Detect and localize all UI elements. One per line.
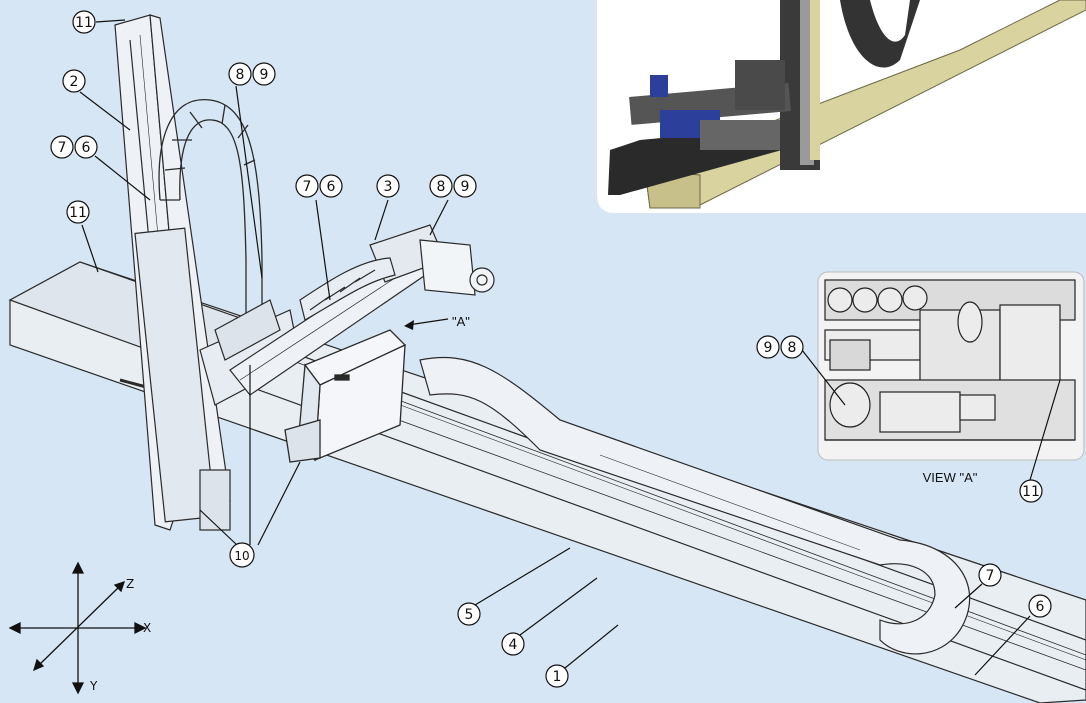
view-a-detail: [824, 279, 1076, 441]
svg-text:8: 8: [788, 340, 797, 356]
svg-text:7: 7: [986, 568, 995, 584]
axis-z-label: Z: [126, 577, 134, 591]
callout-8-view: 8: [780, 335, 804, 359]
callout-9-view: 9: [756, 335, 780, 359]
svg-text:3: 3: [384, 179, 393, 195]
svg-text:9: 9: [260, 67, 269, 83]
callout-5: 5: [457, 602, 481, 626]
svg-text:6: 6: [327, 179, 336, 195]
gripper-box: [284, 329, 407, 463]
svg-text:4: 4: [509, 637, 518, 653]
axis-triad: [8, 561, 147, 695]
svg-text:1: 1: [553, 669, 562, 685]
callout-11-left: 11: [66, 200, 90, 224]
callout-6-upper: 6: [74, 135, 98, 159]
view-a-arrow-label: "A": [452, 314, 470, 329]
svg-text:8: 8: [437, 179, 446, 195]
svg-text:8: 8: [236, 67, 245, 83]
inset-photo-panel: [597, 0, 1086, 213]
svg-text:6: 6: [82, 140, 91, 156]
callout-10: 10: [229, 542, 255, 568]
callout-7-right: 7: [978, 563, 1002, 587]
callout-8-mid: 8: [429, 174, 453, 198]
callout-4: 4: [501, 632, 525, 656]
svg-text:9: 9: [461, 179, 470, 195]
svg-text:5: 5: [465, 607, 474, 623]
svg-text:2: 2: [70, 74, 79, 90]
callout-9-mid: 9: [453, 174, 477, 198]
inset-gantry-render: [608, 0, 1086, 209]
callout-2: 2: [62, 69, 86, 93]
svg-text:11: 11: [1022, 484, 1040, 500]
view-a-arrow: "A": [404, 314, 470, 330]
svg-text:11: 11: [69, 205, 87, 221]
svg-text:7: 7: [303, 179, 312, 195]
callout-6-right: 6: [1028, 594, 1052, 618]
cable-chain-x: [419, 356, 971, 655]
svg-text:7: 7: [58, 140, 67, 156]
svg-text:10: 10: [234, 549, 249, 563]
svg-text:11: 11: [75, 15, 93, 31]
vertical-column: [114, 14, 231, 531]
cable-chain-z: [158, 99, 263, 345]
callout-6-mid: 6: [319, 174, 343, 198]
callout-1: 1: [545, 664, 569, 688]
callout-11-top: 11: [72, 10, 96, 34]
callout-7-upper: 7: [50, 135, 74, 159]
cable-chain-y: [299, 257, 396, 321]
callout-7-mid: 7: [295, 174, 319, 198]
callout-8-upper: 8: [228, 62, 252, 86]
y-motor: [419, 239, 495, 296]
leader-lines: [79, 19, 1061, 676]
callout-9-upper: 9: [252, 62, 276, 86]
axis-x-label: X: [143, 621, 151, 635]
view-a-caption: VIEW "A": [923, 470, 978, 485]
axis-y-label: Y: [89, 679, 98, 693]
view-a-inset: VIEW "A": [817, 271, 1085, 485]
callout-11-view: 11: [1019, 479, 1043, 503]
svg-text:9: 9: [764, 340, 773, 356]
svg-text:6: 6: [1036, 599, 1045, 615]
callouts: 11 2 7 6 8 9 11 7: [50, 10, 1052, 688]
callout-3: 3: [376, 174, 400, 198]
